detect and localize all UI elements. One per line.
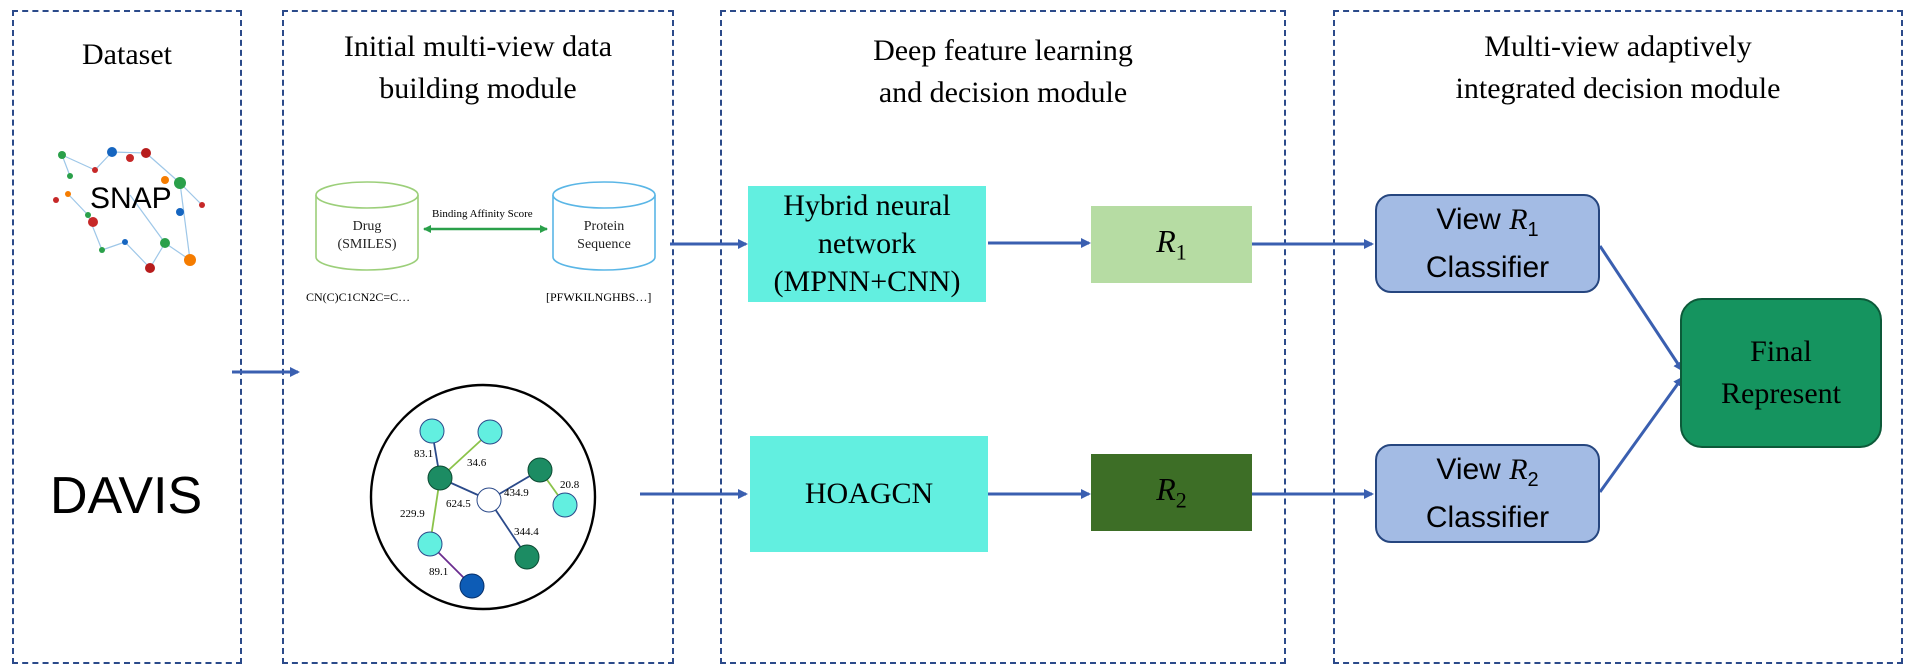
hoagcn-box: HOAGCN <box>750 436 988 552</box>
drug-cylinder-icon <box>315 181 419 271</box>
edge-weight: 34.6 <box>467 457 487 469</box>
protein-label: Protein Sequence <box>577 219 631 252</box>
dataset-title: Dataset <box>82 38 172 71</box>
edge-weight: 89.1 <box>429 566 448 578</box>
view-r1-classifier-box: View R1 Classifier <box>1375 194 1600 293</box>
flow-arrows <box>232 238 1684 499</box>
protein-sequence-example: [PFWKILNGHBS…] <box>546 290 652 304</box>
drug-label: Drug (SMILES) <box>337 219 397 252</box>
r1-representation-box: R1 <box>1091 206 1252 283</box>
final-represent-box: Final Represent <box>1680 298 1882 448</box>
multi-view-module-title: Multi-view adaptively integrated decisio… <box>1455 30 1781 105</box>
initial-module-title: Initial multi-view data building module <box>343 30 613 105</box>
view-r2-classifier-box: View R2 Classifier <box>1375 444 1600 543</box>
edge-weight: 229.9 <box>400 508 425 520</box>
edge-weight: 624.5 <box>446 498 471 510</box>
r2-representation-box: R2 <box>1091 454 1252 531</box>
snap-network-logo <box>53 147 205 273</box>
davis-dataset-label: DAVIS <box>50 467 203 525</box>
edge-weight: 20.8 <box>560 479 580 491</box>
molecular-graph: 83.1 34.6 624.5 434.9 20.8 229.9 344.4 8… <box>369 383 597 611</box>
edge-weight: 434.9 <box>504 487 529 499</box>
deep-module-title: Deep feature learning and decision modul… <box>873 34 1133 109</box>
dataset-panel: Dataset <box>12 10 242 664</box>
binding-affinity-label: Binding Affinity Score <box>432 208 533 220</box>
deep-module-panel: Deep feature learning and decision modul… <box>720 10 1286 664</box>
multi-view-module-panel: Multi-view adaptively integrated decisio… <box>1333 10 1903 664</box>
snap-logo-text: SNAP <box>90 182 172 215</box>
initial-module-panel: Initial multi-view data building module <box>282 10 674 664</box>
hybrid-neural-network-box: Hybrid neural network (MPNN+CNN) <box>748 186 986 302</box>
smiles-example: CN(C)C1CN2C=C… <box>306 290 411 304</box>
protein-cylinder-icon <box>552 181 656 271</box>
edge-weight: 83.1 <box>414 448 433 460</box>
edge-weight: 344.4 <box>514 526 539 538</box>
